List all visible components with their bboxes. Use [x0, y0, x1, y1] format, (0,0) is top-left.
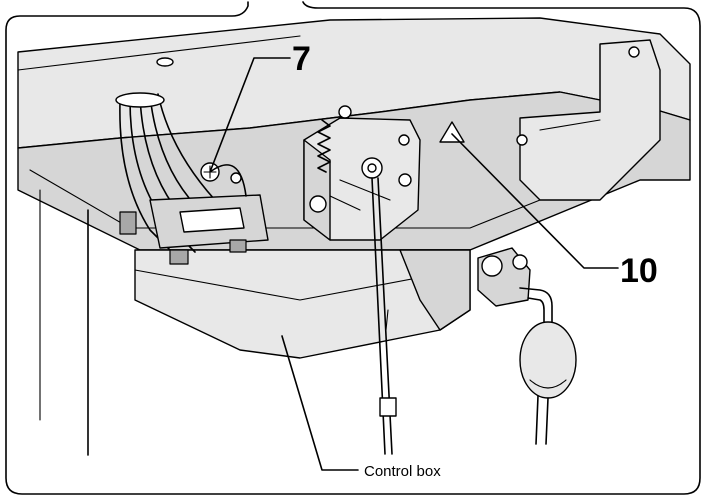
triangle-marker	[439, 121, 465, 143]
reservoir-screw-mid	[516, 134, 528, 146]
tension-spring	[317, 119, 331, 173]
leader-line-10	[451, 133, 619, 269]
connector-block	[119, 194, 269, 265]
pedal-assembly	[477, 247, 577, 445]
reservoir-screw-top	[628, 46, 640, 58]
callout-7: 7	[292, 40, 311, 78]
leader-line-7	[209, 57, 291, 173]
table-edge-line	[17, 35, 301, 71]
round-pedal-pad	[519, 321, 577, 399]
reservoir-inner	[539, 43, 601, 131]
leader-line-control-box	[281, 335, 359, 471]
diagram-frame	[5, 1, 701, 495]
callout-10: 10	[620, 252, 658, 290]
table-hole	[156, 57, 174, 67]
control-box-side	[399, 249, 471, 331]
callout-control-box: Control box	[364, 463, 441, 480]
link-rod	[371, 177, 397, 455]
spring-linkage-bracket	[303, 105, 421, 241]
